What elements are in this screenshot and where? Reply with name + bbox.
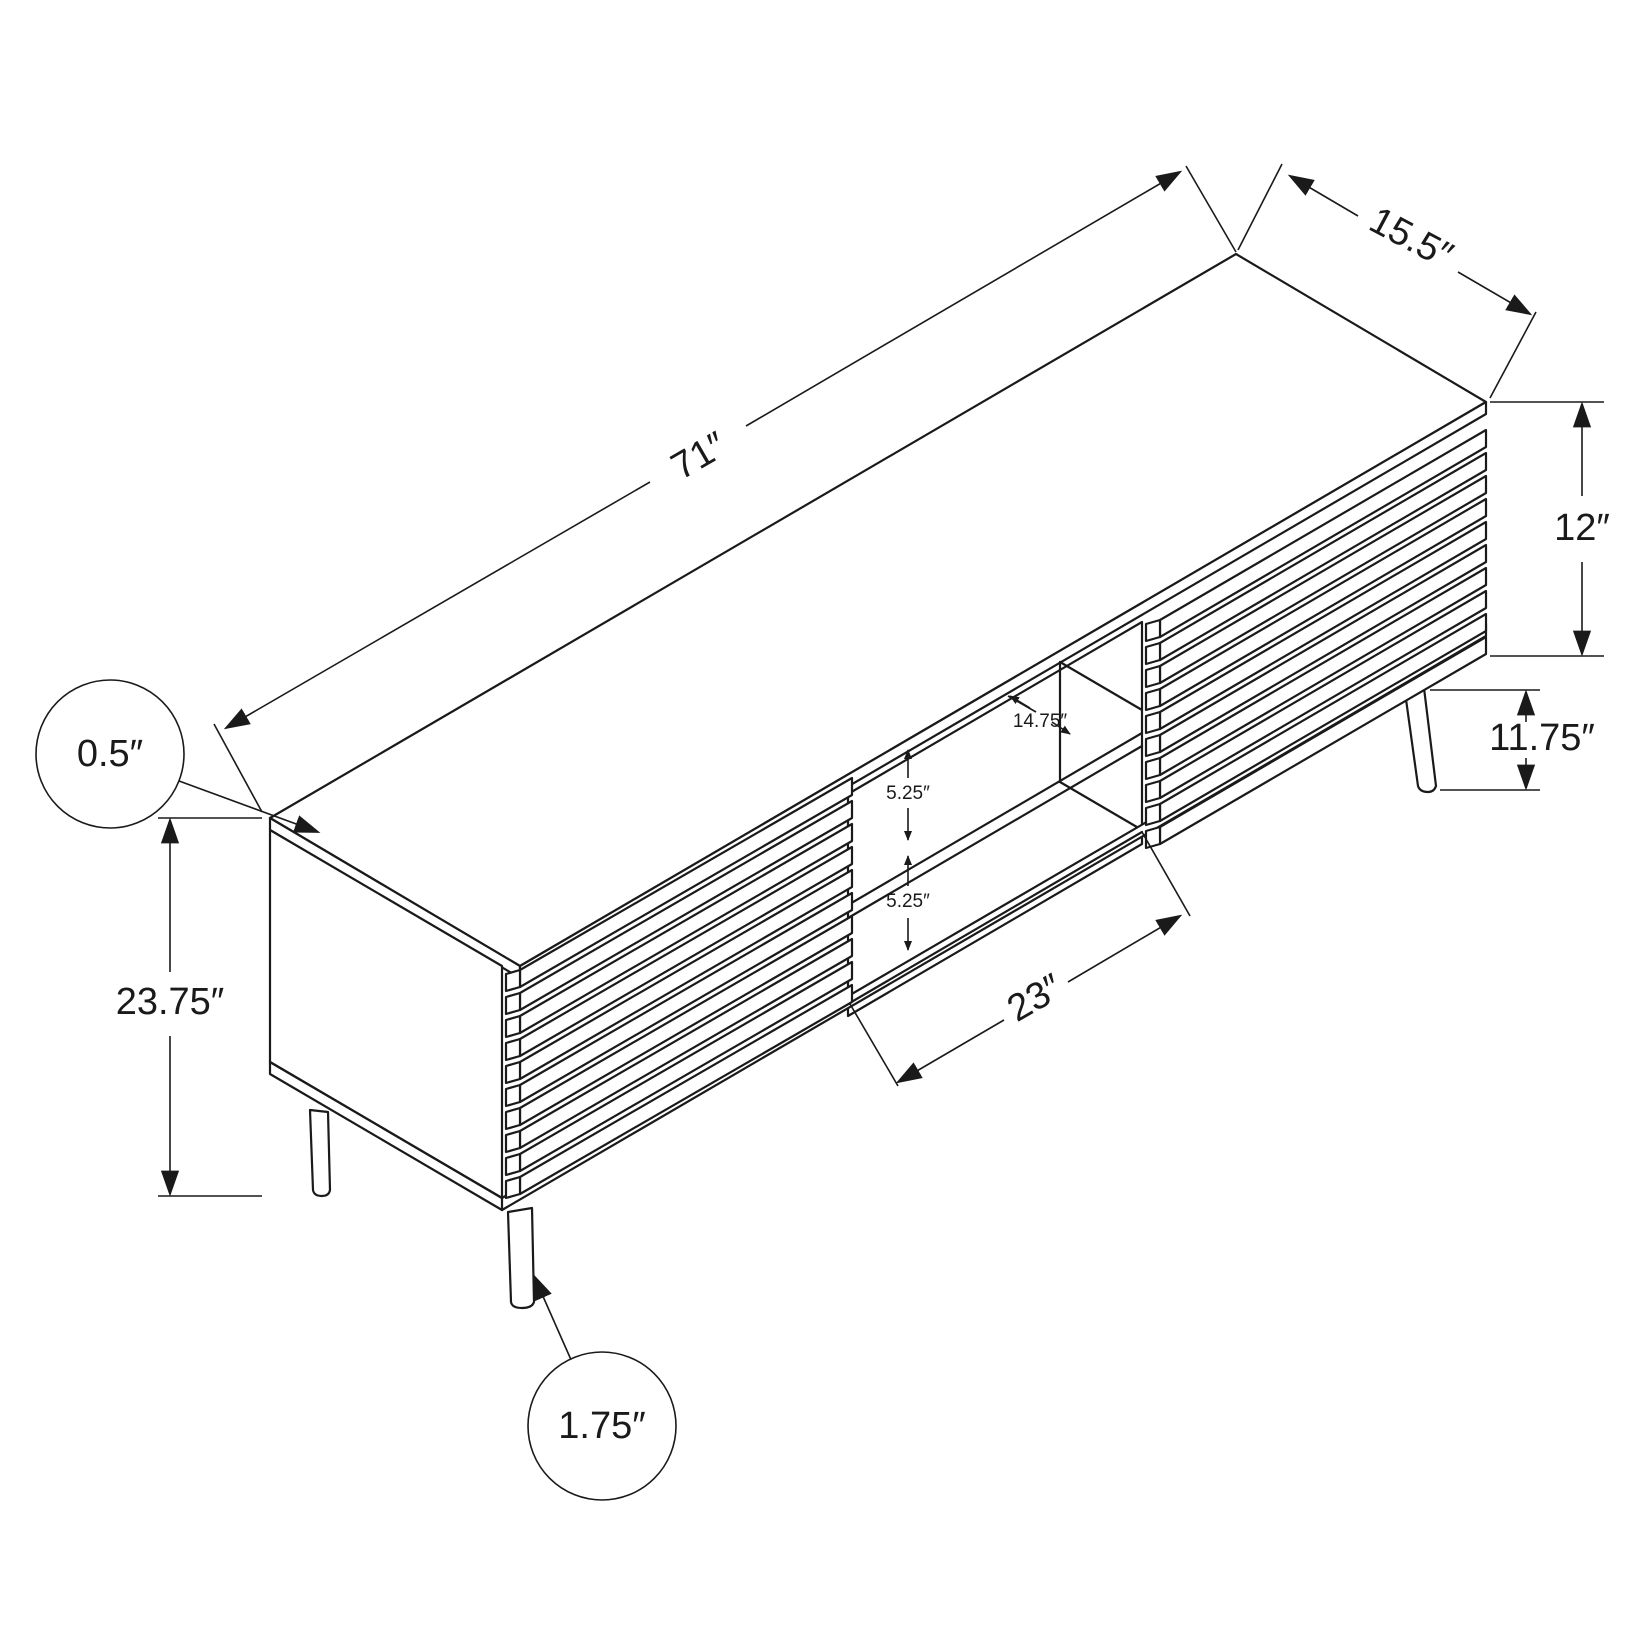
- leg-height-dimension: 11.75″: [1430, 689, 1595, 791]
- door-slat-end: [1144, 733, 1162, 758]
- top-thickness-label: 0.5″: [77, 733, 143, 775]
- shelf-depth-label: 14.75″: [1013, 711, 1068, 732]
- upper-opening-label: 5.25″: [886, 783, 930, 804]
- back-right-leg: [1403, 686, 1438, 794]
- door-slat-end: [504, 1014, 522, 1039]
- door-slat-end: [504, 1037, 522, 1062]
- door-slat-end: [1144, 687, 1162, 712]
- door-slat-end: [504, 1129, 522, 1154]
- door-slat-end: [504, 1152, 522, 1177]
- lower-opening-dimension: 5.25″: [886, 855, 930, 951]
- right-slatted-door: [1144, 428, 1488, 850]
- front-left-leg: [506, 1206, 536, 1310]
- door-slat-end: [1144, 756, 1162, 781]
- door-slat-end: [504, 1083, 522, 1108]
- door-slat-end: [1144, 710, 1162, 735]
- length-label: 71″: [664, 424, 733, 488]
- callout-top-thickness: 0.5″: [35, 679, 321, 833]
- callout-leg-diameter: 1.75″: [527, 1273, 677, 1501]
- door-slat-end: [1144, 779, 1162, 804]
- door-slat-end: [1144, 664, 1162, 689]
- opening-width-label: 23″: [1000, 966, 1069, 1030]
- lower-opening-label: 5.25″: [886, 891, 930, 912]
- upper-opening-dimension: 5.25″: [886, 749, 930, 841]
- door-slat-end: [504, 1106, 522, 1131]
- leg-height-label: 11.75″: [1489, 717, 1595, 759]
- door-slat-end: [1144, 802, 1162, 827]
- total-height-label: 23.75″: [116, 981, 225, 1023]
- door-slat-end: [504, 1175, 522, 1200]
- body-height-label: 12″: [1554, 507, 1610, 549]
- back-left-leg: [308, 1108, 332, 1198]
- total-height-dimension: 23.75″: [116, 817, 262, 1197]
- tv-stand: [268, 252, 1488, 1310]
- body-height-dimension: 12″: [1490, 401, 1610, 657]
- door-slat-end: [1144, 641, 1162, 666]
- door-slat-end: [1144, 618, 1162, 643]
- depth-label: 15.5″: [1362, 199, 1459, 277]
- callout-circle: [35, 679, 185, 829]
- center-open-shelf: [846, 620, 1144, 1018]
- callout-circle: [527, 1351, 677, 1501]
- door-slat-end: [504, 991, 522, 1016]
- leg-diameter-label: 1.75″: [558, 1405, 645, 1447]
- shelf-depth-dimension: 14.75″: [1007, 695, 1071, 735]
- door-slat-end: [504, 1060, 522, 1085]
- door-slat-end: [504, 968, 522, 993]
- left-slatted-door: [504, 776, 854, 1200]
- door-slat-end: [1144, 825, 1162, 850]
